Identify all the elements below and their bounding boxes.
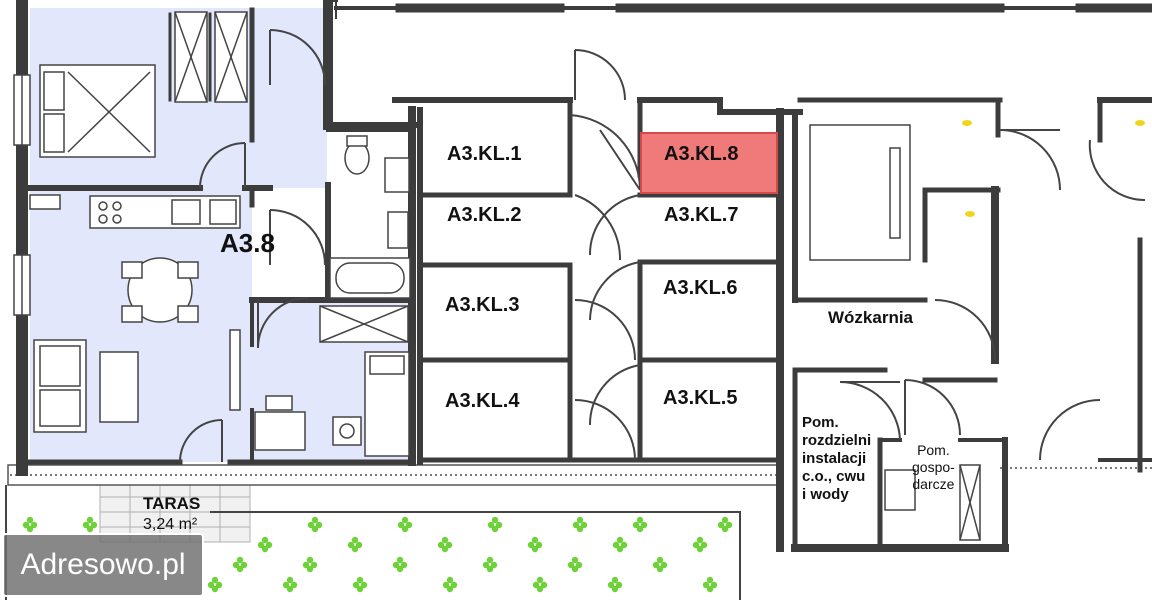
plant-icon — [527, 536, 543, 553]
furniture — [33, 11, 981, 541]
plant-icon — [702, 576, 718, 593]
plant-icon — [692, 536, 708, 553]
installation-room-line3: instalacji — [802, 450, 867, 467]
storage-highlight-kl8 — [640, 132, 778, 194]
storage-label-kl3[interactable]: A3.KL.3 — [445, 294, 520, 316]
plant-icon — [397, 516, 413, 533]
windows — [13, 74, 61, 316]
plant-icon — [307, 516, 323, 533]
plant-icon — [487, 516, 503, 533]
terrace-area: 3,24 m² — [143, 516, 198, 533]
plant-icon — [612, 536, 628, 553]
utility-room-label: Pom. gospo- darcze — [912, 442, 955, 493]
storage-label-kl5[interactable]: A3.KL.5 — [663, 387, 738, 409]
walls — [16, 0, 1152, 552]
storage-label-kl6[interactable]: A3.KL.6 — [663, 277, 738, 299]
storage-label-kl7[interactable]: A3.KL.7 — [664, 204, 739, 226]
plant-icon — [632, 516, 648, 533]
garden-plants — [22, 516, 733, 593]
plant-icon — [442, 576, 458, 593]
utility-room-line1: Pom. — [917, 442, 950, 458]
plant-icon — [437, 536, 453, 553]
plant-icon — [207, 576, 223, 593]
storage-label-kl1[interactable]: A3.KL.1 — [447, 143, 522, 165]
plant-icon — [482, 556, 498, 573]
plant-icon — [347, 536, 363, 553]
plant-icon — [392, 556, 408, 573]
storage-label-kl4[interactable]: A3.KL.4 — [445, 390, 520, 412]
stroller-room-label: Wózkarnia — [828, 308, 914, 327]
plant-icon — [572, 516, 588, 533]
plant-icon — [652, 556, 668, 573]
door-swings — [179, 29, 1146, 463]
installation-room-line2: rozdzielni — [802, 432, 872, 449]
plant-icon — [352, 576, 368, 593]
utility-room-line3: darcze — [912, 476, 955, 492]
plant-icon — [567, 556, 583, 573]
installation-room-line4: c.o., cwu — [802, 468, 866, 485]
plant-icon — [232, 556, 248, 573]
plant-icon — [717, 516, 733, 533]
terrace-label: TARAS — [143, 494, 201, 513]
facade-band — [7, 464, 1152, 486]
installation-room-line5: i wody — [802, 486, 849, 503]
plant-icon — [22, 516, 38, 533]
installation-room-label: Pom. rozdzielni instalacji c.o., cwu i w… — [802, 414, 871, 504]
plant-icon — [257, 536, 273, 553]
plant-icon — [532, 576, 548, 593]
plant-icon — [82, 516, 98, 533]
light-markers — [962, 120, 1145, 217]
plant-icon — [302, 556, 318, 573]
plant-icon — [282, 576, 298, 593]
storage-label-kl2[interactable]: A3.KL.2 — [447, 204, 522, 226]
apartment-label: A3.8 — [220, 228, 275, 258]
installation-room-line1: Pom. — [802, 414, 839, 431]
utility-room-line2: gospo- — [912, 459, 955, 475]
storage-label-kl8[interactable]: A3.KL.8 — [664, 143, 739, 165]
adresowo-watermark: Adresowo.pl — [2, 533, 204, 597]
plant-icon — [607, 576, 623, 593]
